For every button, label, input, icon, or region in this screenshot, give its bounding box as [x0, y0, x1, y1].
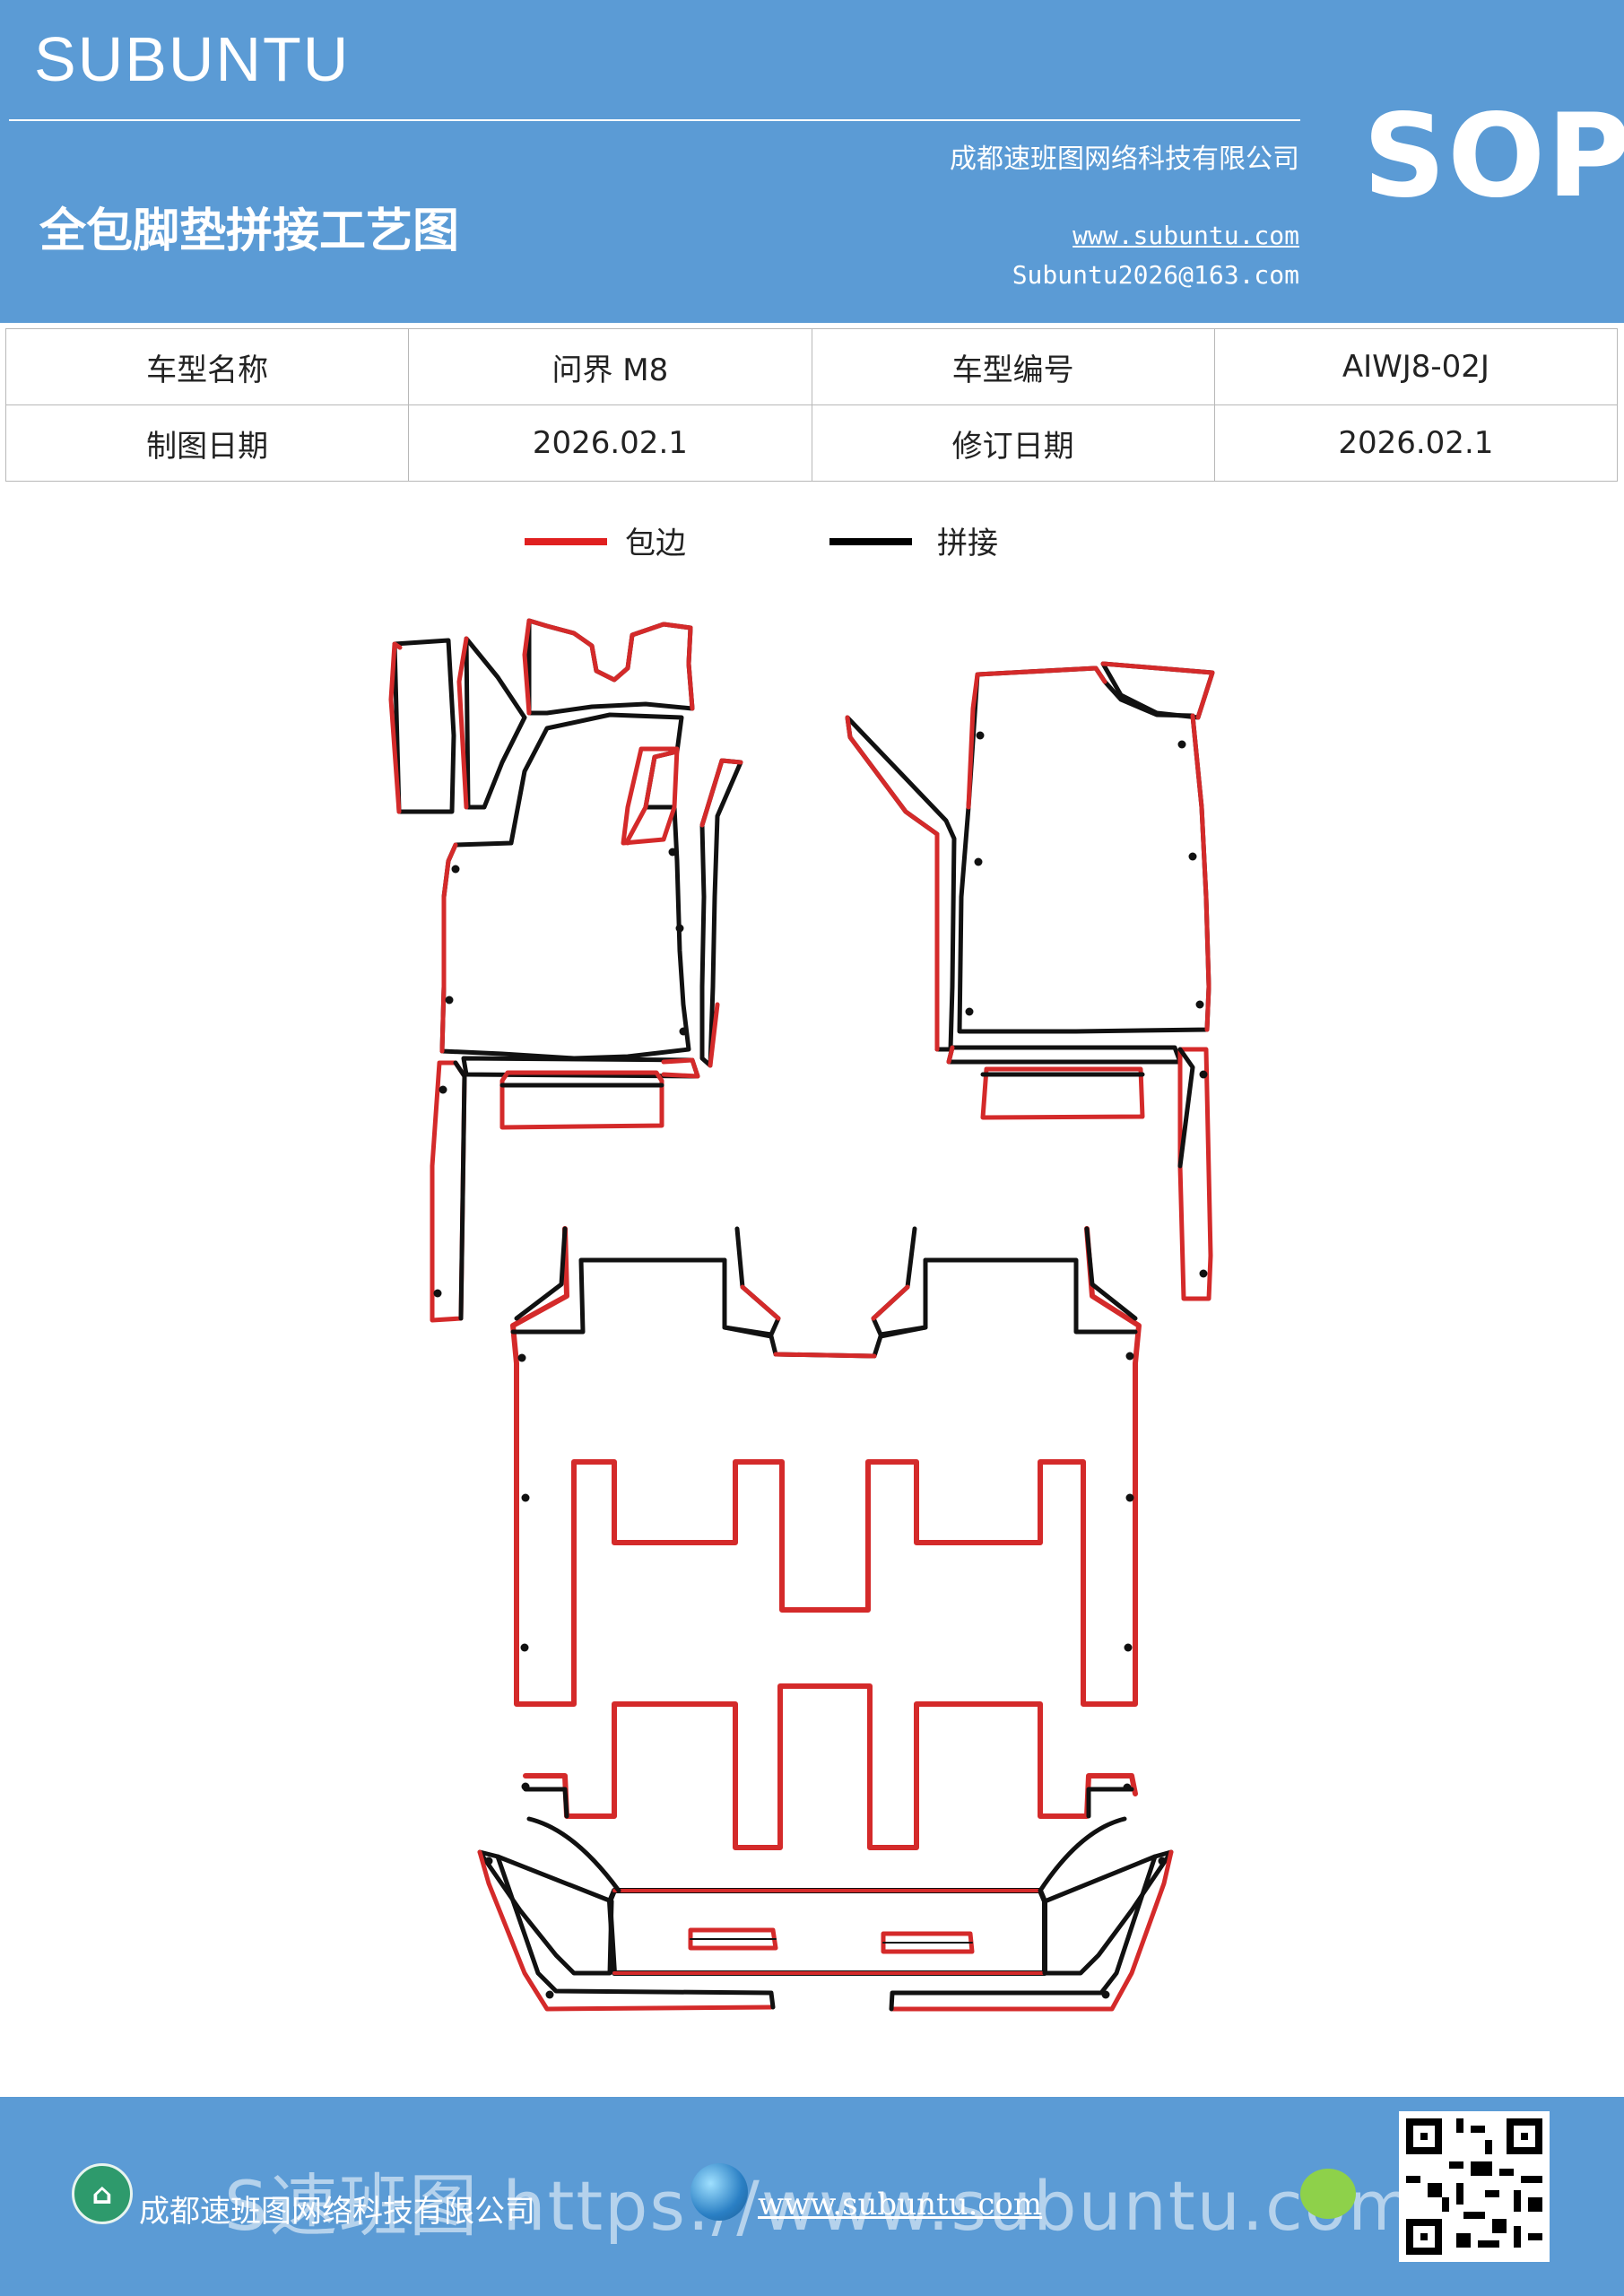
passenger-sill-strip: [1177, 1047, 1213, 1301]
sop-label: SOP: [1363, 90, 1624, 223]
rear-main-outline: [510, 1226, 1142, 1707]
driver-accel-patch: [621, 746, 680, 846]
rear-right-wing-edge: [890, 1849, 1174, 2012]
rear-crossbar-edge: [612, 1889, 1046, 1975]
rear-right-notch: [871, 1226, 928, 1337]
header-divider: [9, 119, 1300, 121]
brand-name: SUBUNTU: [34, 24, 351, 94]
driver-side-strip-edge: [388, 641, 403, 814]
rear-left-curve: [495, 1816, 776, 2010]
passenger-corner-edge: [1100, 661, 1215, 720]
header-banner: SUBUNTU 成都速班图网络科技有限公司 全包脚垫拼接工艺图 www.subu…: [0, 0, 1624, 323]
footer-company-name: 成都速班图网络科技有限公司: [139, 2194, 535, 2230]
rear-left-wing-edge: [477, 1849, 774, 2012]
rear-lower-seam: [523, 1787, 1134, 1819]
passenger-sill-seam: [1177, 1047, 1195, 1169]
document-title: 全包脚垫拼接工艺图: [39, 204, 460, 258]
driver-pillar-edge: [456, 636, 469, 810]
company-name: 成都速班图网络科技有限公司: [950, 144, 1299, 175]
rear-mat: [477, 1226, 1174, 2012]
passenger-mat: [845, 661, 1215, 1301]
globe-icon: [690, 2163, 748, 2221]
rear-right-notch-edge: [773, 1284, 910, 1359]
driver-side-strip: [392, 638, 456, 814]
passenger-main-mat: [957, 665, 1211, 1034]
driver-top-edge: [522, 618, 695, 716]
footer-watermark: S速班图 https://www.subuntu.com: [224, 2166, 1417, 2246]
rear-right-curve: [889, 1816, 1158, 2012]
table-cell: 2026.02.1: [408, 404, 812, 482]
building-icon: ⌂: [72, 2163, 133, 2224]
vehicle-info-table: 车型名称 问界 M8 车型编号 AIWJ8-02J 制图日期 2026.02.1…: [4, 328, 1619, 482]
rear-slot-seams: [690, 1938, 973, 1944]
email-address: Subuntu2026@163.com: [1012, 260, 1299, 290]
wechat-icon: [1300, 2169, 1356, 2219]
passenger-bottom-strip: [946, 1045, 1183, 1065]
rear-main-seam: [510, 1226, 1138, 1359]
rear-right-wing: [1042, 1849, 1174, 1976]
driver-mat: [388, 618, 743, 1323]
rear-left-notch-edge: [740, 1284, 781, 1321]
table-cell: 问界 M8: [408, 328, 812, 405]
table-row: 制图日期 2026.02.1 修订日期 2026.02.1: [4, 404, 1619, 482]
driver-sill-seam: [453, 1060, 467, 1321]
table-cell: 修订日期: [811, 404, 1215, 482]
website-link[interactable]: www.subuntu.com: [1073, 221, 1299, 250]
driver-pillar-piece: [464, 636, 527, 810]
table-cell: 制图日期: [4, 404, 410, 482]
table-cell: 车型名称: [4, 328, 410, 405]
table-cell: 车型编号: [811, 328, 1215, 405]
driver-tunnel-edge: [699, 758, 743, 1068]
qr-code: [1399, 2111, 1550, 2262]
legend-edge-label: 包边: [625, 526, 686, 561]
table-cell: 2026.02.1: [1213, 404, 1619, 482]
mat-pieces: [388, 618, 1215, 2012]
passenger-heel-pad: [980, 1066, 1145, 1120]
rear-crossbar: [607, 1888, 1047, 1976]
fastener-holes: [433, 731, 1208, 1999]
passenger-bottom-edge: [946, 1045, 955, 1065]
driver-main-edge: [439, 749, 680, 1054]
rear-left-slot: [688, 1927, 778, 1951]
table-cell: AIWJ8-02J: [1213, 328, 1619, 405]
rear-left-notch: [722, 1226, 781, 1337]
footer-website-link[interactable]: www.subuntu.com: [758, 2187, 1043, 2222]
driver-top-piece: [526, 618, 695, 716]
passenger-main-edge: [966, 665, 1211, 1032]
legend-seam-label: 拼接: [937, 526, 998, 561]
legend-edge-swatch: [525, 538, 607, 545]
footer-banner: ⌂ S速班图 https://www.subuntu.com 成都速班图网络科技…: [0, 2097, 1624, 2296]
driver-heel-pad: [499, 1070, 664, 1130]
rear-lower-section: [523, 1683, 1138, 1850]
legend-seam-swatch: [829, 538, 912, 545]
rear-left-wing: [477, 1849, 614, 1976]
table-row: 车型名称 问界 M8 车型编号 AIWJ8-02J: [4, 328, 1619, 405]
passenger-tunnel-edge: [845, 715, 940, 1052]
driver-bottom-edge: [661, 1057, 700, 1079]
rear-right-slot: [881, 1931, 975, 1954]
